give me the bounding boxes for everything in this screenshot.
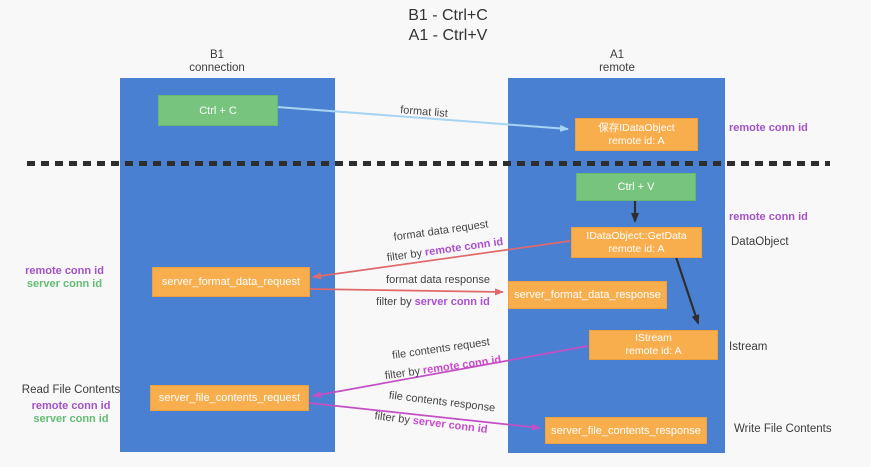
server-file-contents-request-box: server_file_contents_request bbox=[150, 385, 309, 411]
title-line-1: B1 - Ctrl+C bbox=[408, 7, 488, 24]
column-a1-subtitle: remote bbox=[599, 62, 635, 74]
save-idataobject-box: 保存IDataObject remote id: A bbox=[575, 118, 698, 151]
file-contents-response-label: file contents response bbox=[388, 389, 496, 415]
server-file-contents-response-label: server_file_contents_response bbox=[551, 424, 701, 437]
column-b1-name: B1 bbox=[209, 49, 225, 61]
left-remote-conn-id-label-1: remote conn id bbox=[25, 265, 104, 277]
column-header-b1: B1 connection bbox=[167, 49, 267, 75]
arrow-format-data-response bbox=[308, 288, 504, 296]
istream-line1: IStream bbox=[635, 332, 672, 344]
dashed-separator bbox=[27, 161, 830, 166]
format-list-label: format list bbox=[399, 104, 449, 120]
title-line-2: A1 - Ctrl+V bbox=[408, 27, 488, 44]
format-data-response-label: format data response bbox=[386, 274, 490, 286]
right-remote-conn-id-label-1: remote conn id bbox=[729, 122, 808, 134]
save-idataobject-line1: 保存IDataObject bbox=[598, 121, 675, 134]
ctrl-c-box: Ctrl + C bbox=[158, 95, 278, 126]
server-conn-id-keyword: server conn id bbox=[414, 296, 490, 308]
column-a1-name: A1 bbox=[609, 49, 625, 61]
ctrl-c-label: Ctrl + C bbox=[199, 104, 237, 117]
istream-side-label: Istream bbox=[729, 341, 768, 353]
left-server-conn-id-label-2: server conn id bbox=[33, 413, 109, 425]
diagram-title: B1 - Ctrl+C A1 - Ctrl+V bbox=[298, 6, 598, 46]
remote-conn-id-keyword: remote conn id bbox=[424, 235, 504, 259]
server-file-contents-request-label: server_file_contents_request bbox=[158, 392, 301, 404]
server-format-data-request-label: server_format_data_request bbox=[161, 276, 301, 288]
left-conn-id-group-1: remote conn id server conn id bbox=[12, 265, 117, 291]
istream-line2: remote id: A bbox=[625, 345, 682, 357]
ctrl-v-label: Ctrl + V bbox=[617, 181, 655, 193]
left-conn-id-group-2: remote conn id server conn id bbox=[14, 400, 128, 426]
left-remote-conn-id-label-2: remote conn id bbox=[31, 400, 111, 412]
save-idataobject-line2: remote id: A bbox=[608, 134, 665, 147]
right-remote-conn-id-label-2: remote conn id bbox=[729, 211, 808, 223]
column-b1-subtitle: connection bbox=[189, 62, 245, 74]
getdata-box: IDataObject::GetData remote id: A bbox=[571, 227, 702, 258]
remote-conn-id-keyword: remote conn id bbox=[422, 353, 502, 377]
filter-by-prefix: filter by bbox=[384, 365, 421, 383]
server-format-data-response-label: server_format_data_response bbox=[514, 289, 661, 301]
filter-by-prefix: filter by bbox=[373, 410, 411, 427]
left-server-conn-id-label-1: server conn id bbox=[26, 278, 103, 290]
column-header-a1: A1 remote bbox=[567, 49, 667, 75]
getdata-line2: remote id: A bbox=[608, 242, 665, 255]
server-format-data-request-box: server_format_data_request bbox=[152, 267, 310, 297]
filter-by-prefix: filter by bbox=[376, 296, 412, 308]
ctrl-v-box: Ctrl + V bbox=[576, 173, 696, 201]
filter-by-prefix: filter by bbox=[386, 247, 423, 265]
server-file-contents-response-box: server_file_contents_response bbox=[545, 417, 707, 444]
write-file-contents-label: Write File Contents bbox=[734, 423, 832, 435]
dataobject-label: DataObject bbox=[731, 236, 789, 248]
istream-box: IStream remote id: A bbox=[589, 330, 718, 360]
getdata-line1: IDataObject::GetData bbox=[586, 229, 687, 242]
read-file-contents-label: Read File Contents bbox=[21, 384, 121, 396]
server-format-data-response-box: server_format_data_response bbox=[508, 281, 667, 309]
server-conn-id-keyword: server conn id bbox=[412, 414, 489, 436]
